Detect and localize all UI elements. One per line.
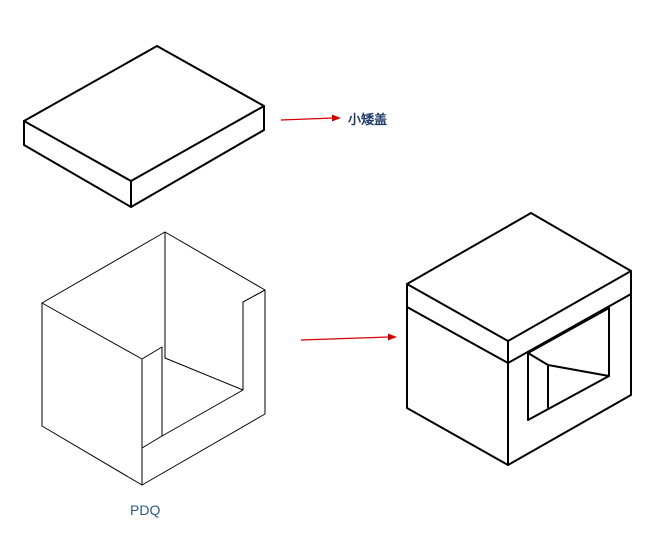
assembled-window-outer — [527, 307, 610, 421]
open-box-front-rim — [41, 302, 143, 360]
lid-label: 小矮盖 — [348, 112, 387, 128]
assembled-box-right — [507, 293, 632, 466]
open-box-right-wall-top — [242, 289, 266, 391]
assembled-lid-left — [406, 283, 509, 364]
lid-left-face — [23, 120, 132, 208]
open-box-left-face — [41, 302, 143, 486]
lid-top-face — [23, 45, 265, 182]
open-box-drawing — [41, 231, 266, 486]
box-label: PDQ — [130, 502, 160, 518]
assembled-box-drawing — [406, 212, 632, 466]
open-box-notch-inner-top — [164, 357, 244, 391]
assembly-arrow — [300, 333, 397, 341]
assembled-lid-right — [507, 270, 632, 364]
open-box-notch-inner-left — [141, 435, 163, 449]
assembled-lid-top — [406, 212, 632, 342]
lid-right-face — [130, 105, 265, 208]
assembled-box-left — [406, 306, 509, 466]
open-box-notch-outer — [141, 346, 244, 437]
lid-arrow — [280, 114, 341, 122]
open-box-back-rim — [41, 231, 266, 304]
assembled-window-inner — [527, 352, 610, 409]
open-box-right-face — [141, 289, 266, 486]
lid-drawing — [23, 45, 265, 208]
